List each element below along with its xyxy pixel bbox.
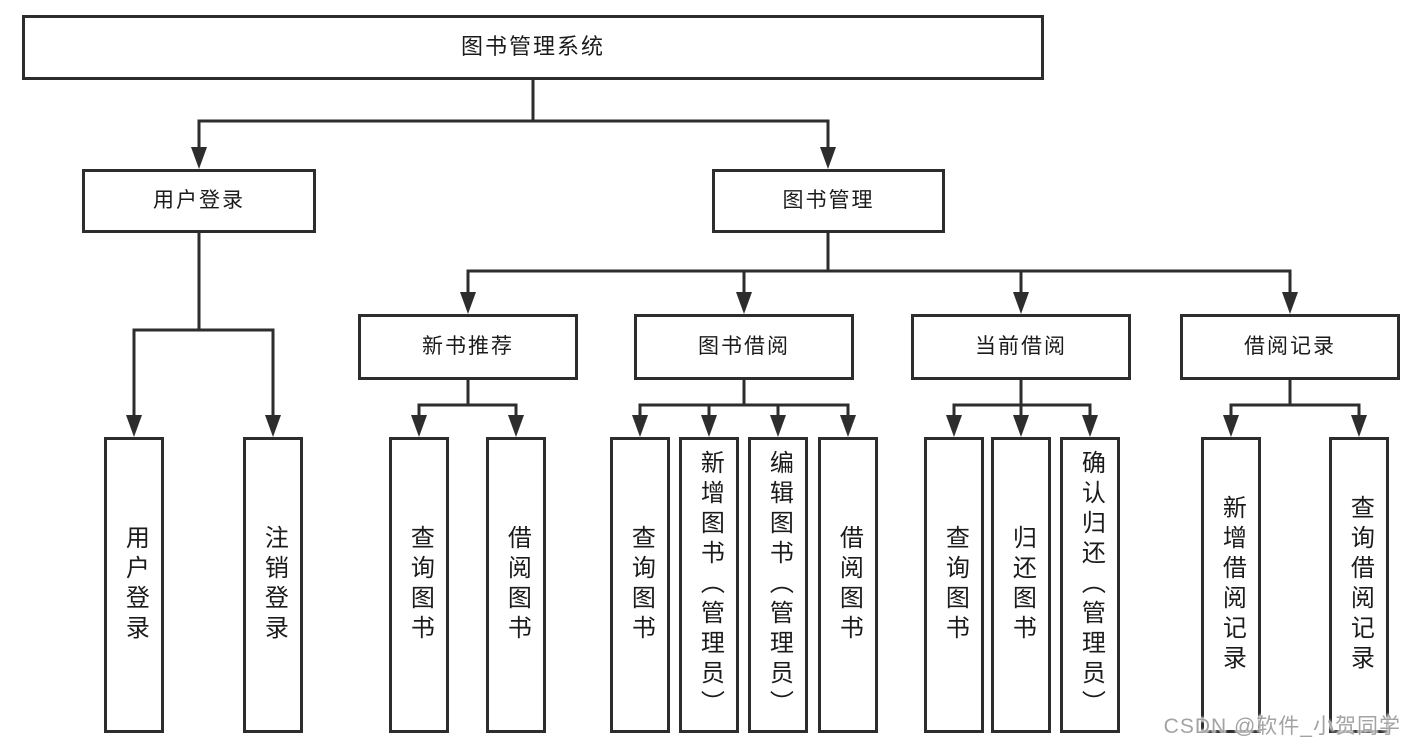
arrow-down-icon <box>1223 415 1239 437</box>
arrow-down-icon <box>460 292 476 314</box>
leaf-query-borrow-record: 查询借阅记录 <box>1329 437 1389 733</box>
arrow-down-icon <box>411 415 427 437</box>
arrow-down-icon <box>820 147 836 169</box>
leaf-query-books-current: 查询图书 <box>924 437 984 733</box>
arrow-down-icon <box>1082 415 1098 437</box>
arrow-down-icon <box>265 415 281 437</box>
arrow-down-icon <box>1351 415 1367 437</box>
leaf-logout: 注销登录 <box>243 437 303 733</box>
arrow-down-icon <box>1282 292 1298 314</box>
node-current-borrow: 当前借阅 <box>911 314 1131 380</box>
arrow-down-icon <box>840 415 856 437</box>
arrow-down-icon <box>508 415 524 437</box>
arrow-down-icon <box>946 415 962 437</box>
arrow-down-icon <box>770 415 786 437</box>
leaf-query-books-recommend: 查询图书 <box>389 437 449 733</box>
leaf-edit-books-admin: 编辑图书（管理员） <box>748 437 808 733</box>
arrow-down-icon <box>736 292 752 314</box>
arrow-down-icon <box>1013 292 1029 314</box>
node-book-management: 图书管理 <box>712 169 945 233</box>
node-user-login: 用户登录 <box>82 169 316 233</box>
leaf-borrow-books-recommend: 借阅图书 <box>486 437 546 733</box>
csdn-watermark: CSDN @软件_小贺同学 <box>1163 715 1401 738</box>
leaf-add-books-admin: 新增图书（管理员） <box>679 437 739 733</box>
arrow-down-icon <box>1013 415 1029 437</box>
arrow-down-icon <box>126 415 142 437</box>
leaf-user-login: 用户登录 <box>104 437 164 733</box>
leaf-add-borrow-record: 新增借阅记录 <box>1201 437 1261 733</box>
arrow-down-icon <box>701 415 717 437</box>
leaf-borrow-books: 借阅图书 <box>818 437 878 733</box>
node-new-book-recommend: 新书推荐 <box>358 314 578 380</box>
arrow-down-icon <box>191 147 207 169</box>
connector-lines <box>132 80 1361 416</box>
node-library-system-root: 图书管理系统 <box>22 15 1044 80</box>
node-borrow-records: 借阅记录 <box>1180 314 1400 380</box>
arrow-down-icon <box>632 415 648 437</box>
node-book-borrow: 图书借阅 <box>634 314 854 380</box>
leaf-query-books-borrow: 查询图书 <box>610 437 670 733</box>
leaf-confirm-return-admin: 确认归还（管理员） <box>1060 437 1120 733</box>
leaf-return-books: 归还图书 <box>991 437 1051 733</box>
